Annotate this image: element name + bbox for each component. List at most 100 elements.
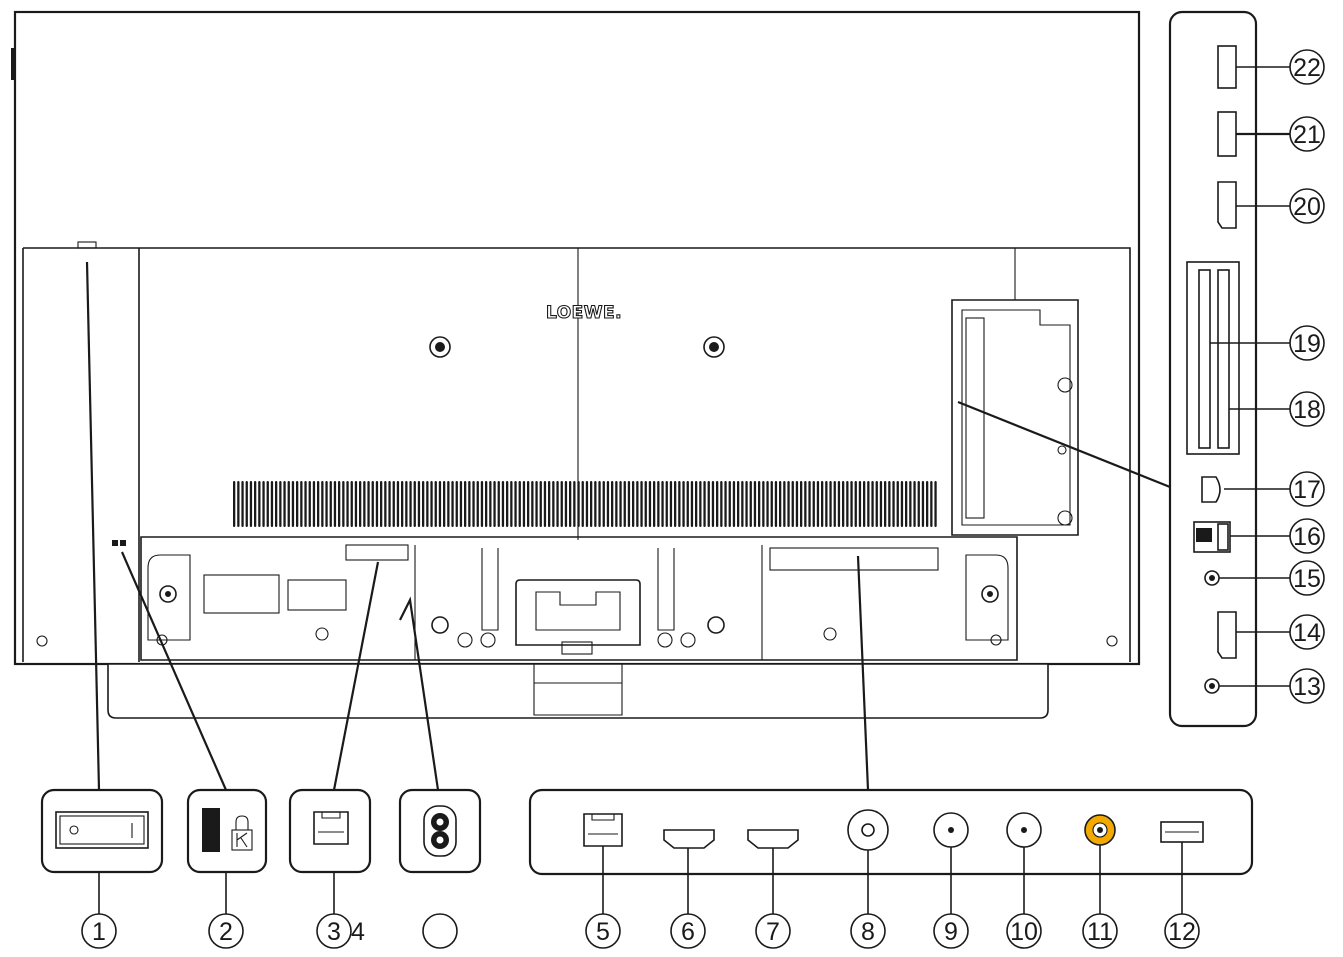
vent-slot bbox=[661, 481, 664, 527]
callout-22: 22 bbox=[1289, 49, 1325, 85]
vent-slot bbox=[266, 481, 269, 527]
vent-slot bbox=[825, 481, 828, 527]
callout-label: 17 bbox=[1293, 476, 1321, 504]
vent-slot bbox=[871, 481, 874, 527]
vent-slot bbox=[291, 481, 295, 527]
vent-slot bbox=[329, 481, 332, 527]
vent-slot bbox=[829, 481, 832, 527]
vent-slot bbox=[459, 481, 463, 527]
vent-slot bbox=[800, 481, 803, 527]
callout-10: 10 bbox=[1006, 913, 1042, 949]
vent-slot bbox=[455, 481, 458, 527]
vent-slot bbox=[896, 481, 899, 527]
vent-slot bbox=[833, 481, 836, 527]
vent-slot bbox=[917, 481, 920, 527]
vent-slot bbox=[501, 481, 505, 527]
vent-slot bbox=[573, 481, 576, 527]
callout-label: 8 bbox=[861, 918, 875, 946]
vent-slot bbox=[543, 481, 547, 527]
vent-slot bbox=[308, 481, 311, 527]
vent-slot bbox=[384, 481, 387, 527]
vent-slot bbox=[711, 481, 715, 527]
callout-13: 13 bbox=[1289, 668, 1325, 704]
vent-slot bbox=[774, 481, 778, 527]
rca-jack-icon bbox=[1084, 814, 1116, 846]
vent-slot bbox=[413, 481, 416, 527]
vent-slot bbox=[447, 481, 450, 527]
vent-slot bbox=[821, 481, 824, 527]
vent-slot bbox=[249, 481, 253, 527]
mains-box bbox=[398, 788, 482, 874]
ethernet-port-icon bbox=[583, 813, 623, 847]
vent-slot bbox=[854, 481, 857, 527]
vent-slot bbox=[850, 481, 853, 527]
callout-3: 3 bbox=[316, 913, 352, 949]
vent-slot bbox=[909, 481, 912, 527]
callout-label: 12 bbox=[1168, 918, 1196, 946]
mains-socket-icon bbox=[423, 805, 457, 857]
vent-slot bbox=[426, 481, 429, 527]
vent-slot bbox=[808, 481, 811, 527]
callout-extra-label: 4 bbox=[351, 918, 365, 946]
vent-slot bbox=[350, 481, 353, 527]
vent-slot bbox=[241, 481, 244, 527]
vent-slot bbox=[716, 481, 719, 527]
vent-slot bbox=[816, 481, 820, 527]
vent-slot bbox=[812, 481, 815, 527]
vent-slot bbox=[434, 481, 437, 527]
vent-slot bbox=[405, 481, 408, 527]
callout-label: 7 bbox=[766, 918, 780, 946]
vent-slot bbox=[388, 481, 391, 527]
vent-slot bbox=[602, 481, 605, 527]
callout-7: 7 bbox=[755, 913, 791, 949]
vent-slot bbox=[665, 481, 668, 527]
vent-slot bbox=[686, 481, 689, 527]
vent-slot bbox=[300, 481, 303, 527]
vent-slot bbox=[770, 481, 773, 527]
vent-slot bbox=[611, 481, 614, 527]
vent-slot bbox=[287, 481, 290, 527]
vent-slot bbox=[283, 481, 286, 527]
vent-slot bbox=[900, 481, 904, 527]
vent-slot bbox=[804, 481, 807, 527]
vent-slot bbox=[321, 481, 324, 527]
vent-slot bbox=[724, 481, 727, 527]
leader-lines bbox=[85, 66, 1290, 914]
vent-slot bbox=[548, 481, 551, 527]
callout-15: 15 bbox=[1289, 560, 1325, 596]
callout-label: 14 bbox=[1293, 619, 1321, 647]
callout-8: 8 bbox=[850, 913, 886, 949]
callout-label: 5 bbox=[596, 918, 610, 946]
vent-slot bbox=[359, 481, 362, 527]
vent-slot bbox=[678, 481, 681, 527]
power-switch-icon bbox=[55, 811, 149, 849]
vent-slot bbox=[380, 481, 383, 527]
vent-slot bbox=[275, 481, 278, 527]
brand-logo: LOEWE. bbox=[546, 303, 622, 323]
vent-slot bbox=[892, 481, 895, 527]
vent-slot bbox=[875, 481, 878, 527]
callout-1: 1 bbox=[81, 913, 117, 949]
vent-slot bbox=[720, 481, 723, 527]
vent-slot bbox=[884, 481, 887, 527]
vent-slot bbox=[585, 481, 589, 527]
vent-slot bbox=[338, 481, 341, 527]
callout-14: 14 bbox=[1289, 614, 1325, 650]
vent-slot bbox=[556, 481, 559, 527]
callout-label: 6 bbox=[681, 918, 695, 946]
callout-6: 6 bbox=[670, 913, 706, 949]
vent-slot bbox=[648, 481, 652, 527]
callout-17: 17 bbox=[1289, 471, 1325, 507]
vent-slot bbox=[779, 481, 782, 527]
vent-slot bbox=[867, 481, 870, 527]
vent-slot bbox=[749, 481, 752, 527]
vent-slot bbox=[858, 481, 862, 527]
vent-slot bbox=[270, 481, 274, 527]
vent-slot bbox=[258, 481, 261, 527]
vent-slot bbox=[690, 481, 694, 527]
side-connection-panel bbox=[1168, 10, 1258, 728]
vent-slot bbox=[879, 481, 883, 527]
callout-2: 2 bbox=[208, 913, 244, 949]
callout-label: 15 bbox=[1293, 565, 1321, 593]
